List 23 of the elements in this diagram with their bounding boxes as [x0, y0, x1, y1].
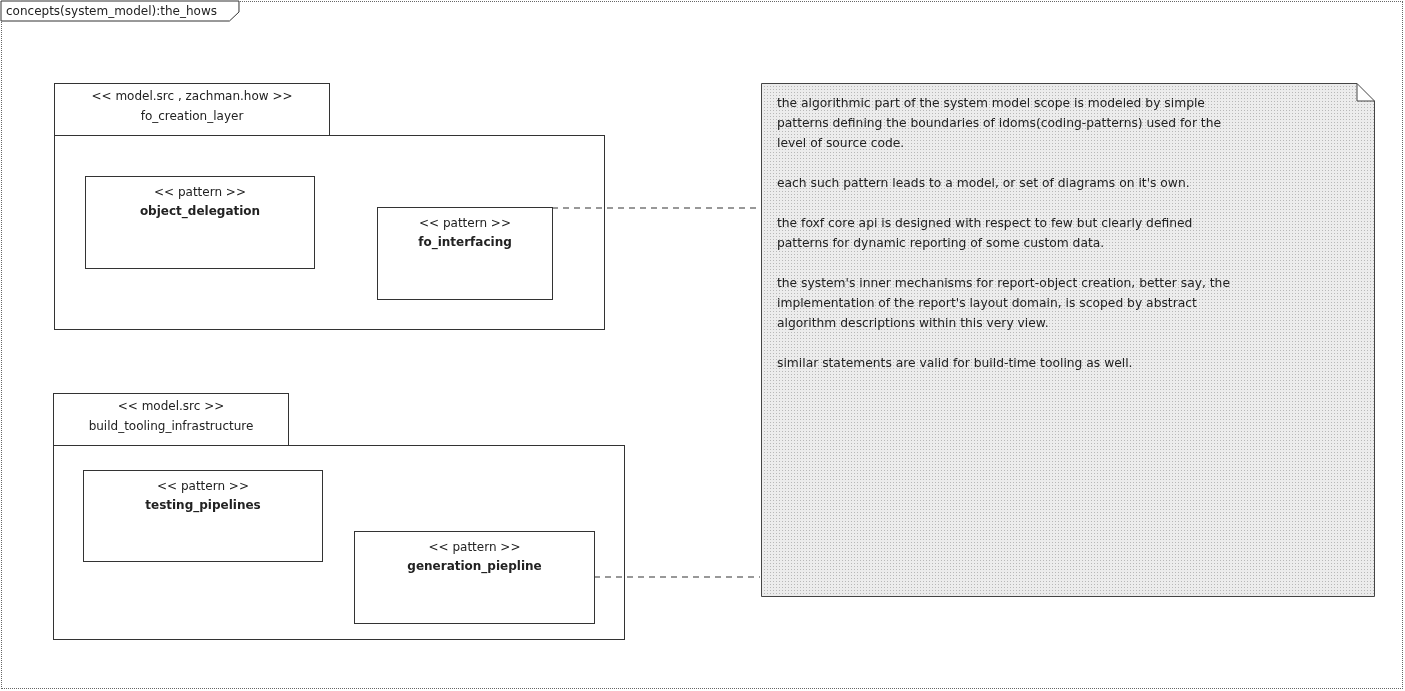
stereotype-label: << pattern >> — [418, 215, 512, 232]
note-text: the algorithmic part of the system model scope is modeled by simple patterns defining the boundaries of idoms(coding-patterns) used for the level of source code. — [777, 95, 1223, 152]
stereotype-label: << model.src >> — [116, 398, 226, 415]
class-box — [83, 470, 323, 562]
stereotype-label: << pattern >> — [427, 539, 522, 556]
class-name: testing_pipelines — [144, 497, 262, 515]
stereotype-label: << pattern >> — [153, 184, 247, 201]
stereotype-label: << model.src , zachman.how >> — [90, 88, 294, 105]
note-text: the system's inner mechanisms for report-object creation, better say, the implementation of the report's layout domain, is scoped by abstract algorithm descriptions within this very view. — [777, 275, 1231, 332]
dashed-connector — [593, 576, 761, 578]
package-name: build_tooling_infrastructure — [87, 418, 255, 435]
note-text: the foxf core api is designed with respect to few but clearly defined patterns for dynamic reporting of some custom data. — [777, 215, 1194, 252]
class-name: generation_piepline — [406, 558, 543, 576]
class-name: object_delegation — [138, 203, 262, 221]
note-text: each such pattern leads to a model, or set of diagrams on it's own. — [777, 175, 1191, 192]
class-name: fo_interfacing — [417, 234, 513, 252]
stereotype-label: << pattern >> — [156, 478, 250, 495]
note-text: similar statements are valid for build-time tooling as well. — [777, 355, 1134, 372]
class-box — [85, 176, 315, 269]
class-box — [354, 531, 595, 624]
frame-title: concepts(system_model):the_hows — [6, 4, 217, 18]
package-name: fo_creation_layer — [139, 108, 245, 125]
class-box — [377, 207, 553, 300]
